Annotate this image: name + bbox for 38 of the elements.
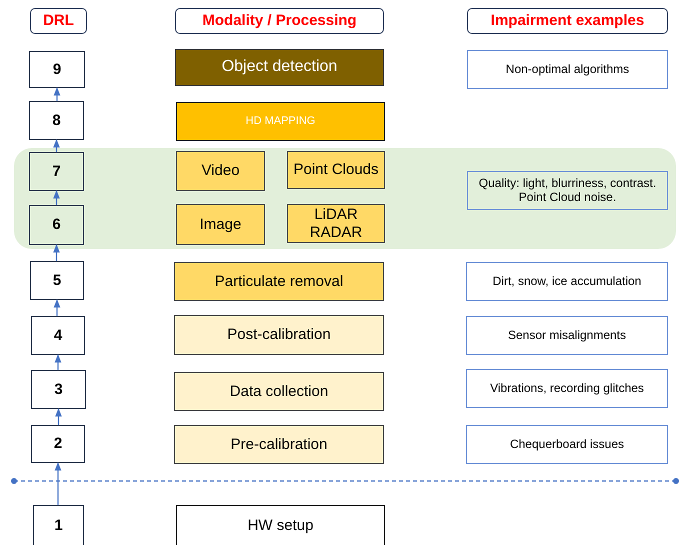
level-box: 5 — [30, 261, 84, 300]
arrow — [55, 408, 62, 425]
level-box: 3 — [31, 370, 86, 409]
process-box: HW setup — [176, 505, 385, 545]
level-box: 6 — [29, 205, 84, 245]
impairment-box: Sensor misalignments — [466, 316, 668, 355]
arrow — [54, 299, 60, 316]
arrow — [53, 244, 60, 261]
impairment-box: Quality: light, blurriness, contrast. Point Cloud noise. — [467, 171, 668, 210]
arrow — [54, 354, 62, 370]
arrow — [53, 139, 60, 152]
arrow — [54, 462, 62, 505]
impairment-box: Non-optimal algorithms — [467, 50, 668, 89]
process-box: LiDAR RADAR — [287, 204, 385, 243]
impairment-box: Dirt, snow, ice accumulation — [466, 262, 668, 301]
level-box: 1 — [33, 505, 84, 545]
process-box: Image — [176, 204, 265, 245]
arrow — [53, 190, 60, 205]
level-box: 2 — [31, 425, 85, 463]
process-box: HD MAPPING — [176, 102, 385, 141]
arrow — [54, 87, 60, 101]
impairment-box: Chequerboard issues — [466, 425, 668, 464]
process-box: Object detection — [175, 49, 384, 86]
process-box: Video — [176, 151, 265, 191]
level-box: 4 — [31, 316, 85, 355]
level-box: 9 — [29, 51, 85, 88]
column-header: Modality / Processing — [175, 8, 384, 34]
process-box: Particulate removal — [174, 262, 384, 301]
grouping-band — [14, 148, 676, 249]
process-box: Post-calibration — [174, 315, 384, 355]
column-header: Impairment examples — [467, 8, 668, 34]
level-box: 7 — [29, 152, 84, 191]
level-box: 8 — [29, 101, 84, 140]
process-box: Pre-calibration — [174, 425, 384, 464]
process-box: Data collection — [174, 372, 384, 411]
process-box: Point Clouds — [287, 151, 385, 189]
column-header: DRL — [30, 8, 87, 34]
impairment-box: Vibrations, recording glitches — [466, 369, 668, 408]
